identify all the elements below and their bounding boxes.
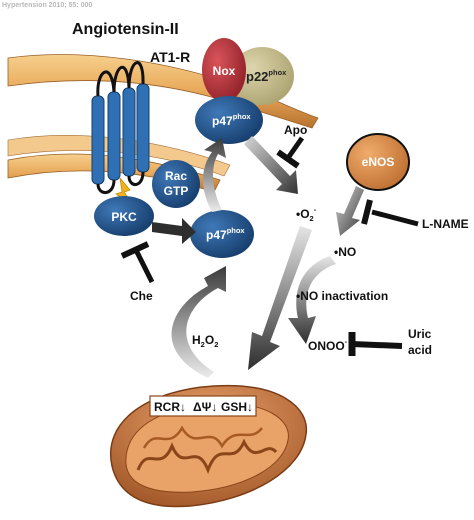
h2o2-label: H	[192, 333, 201, 347]
che-label: Che	[130, 289, 153, 303]
p47-mid-label: p47	[206, 228, 227, 242]
rac-label: Rac	[165, 169, 187, 183]
p47phox-mid-node	[190, 210, 254, 258]
header-citation: Hypertension 2010; 55: 000	[2, 2, 92, 9]
p22-label: p22	[246, 69, 268, 84]
nox-label: Nox	[213, 64, 236, 78]
che-inhibitor	[133, 248, 155, 284]
nox-node	[202, 38, 246, 102]
no-inactivation-label: •NO inactivation	[296, 289, 388, 303]
h2o2-mid: O	[205, 333, 214, 347]
pkc-node	[94, 196, 154, 236]
p47phox-top-node	[195, 96, 263, 144]
rac-gtp-node	[152, 160, 200, 208]
apo-label: Apo	[284, 123, 307, 137]
arrow-p47-activation	[203, 138, 226, 212]
enos-node	[346, 133, 410, 191]
inhibitor-marks	[120, 136, 419, 356]
onoo-sup: -	[345, 337, 348, 346]
svg-text:ONOO-: ONOO-	[308, 337, 348, 353]
svg-text:p47phox: p47phox	[212, 112, 251, 128]
p22-sup: phox	[268, 68, 287, 77]
gtp-label: GTP	[164, 184, 189, 198]
uric-label: Uric	[408, 327, 432, 341]
pkc-label: PKC	[111, 210, 137, 224]
at1-receptor	[91, 61, 150, 194]
l-name-label: L-NAME	[422, 217, 469, 231]
arrow-no-to-onoo	[288, 256, 336, 344]
svg-text:p47phox: p47phox	[206, 226, 245, 242]
h2o2-sub2: 2	[214, 340, 218, 349]
l-name-inhibitor	[371, 209, 419, 227]
p47-mid-sup: phox	[227, 226, 246, 235]
no-label: •NO	[334, 245, 356, 259]
p22phox-node	[230, 47, 294, 105]
svg-text:p22phox: p22phox	[246, 68, 287, 84]
onoo-label: ONOO	[308, 339, 345, 353]
arrow-superoxide-to-onoo	[248, 226, 312, 370]
mitochondrion	[109, 384, 308, 508]
arrow-enos-to-no	[336, 186, 364, 236]
enos-label: eNOS	[362, 155, 395, 169]
diagram-title: Angiotensin-II	[72, 21, 179, 38]
mito-readout-box	[149, 395, 257, 417]
superoxide-sup: -	[314, 205, 317, 214]
arrow-h2o2-to-p47	[171, 266, 226, 378]
arrow-p47-to-superoxide	[244, 136, 298, 194]
p47-top-sup: phox	[233, 112, 252, 121]
receptor-label: AT1-R	[150, 49, 190, 65]
pathway-arrows	[152, 136, 364, 378]
h2o2-sub1: 2	[201, 340, 205, 349]
apo-inhibitor	[285, 136, 305, 160]
uric-acid-inhibitor	[351, 341, 403, 349]
acid-label: acid	[408, 343, 432, 357]
superoxide-sub: 2	[310, 214, 314, 223]
gsh-label: GSH↓	[221, 400, 253, 414]
arrow-pkc-to-p47	[152, 218, 196, 244]
svg-text:H2O2: H2O2	[192, 333, 218, 349]
dpsi-label: ΔΨ↓	[193, 400, 217, 414]
svg-text:•O2-: •O2-	[296, 205, 317, 223]
rcr-label: RCR↓	[154, 400, 186, 414]
p47-top-label: p47	[212, 114, 233, 128]
superoxide-label: •O	[296, 207, 310, 221]
